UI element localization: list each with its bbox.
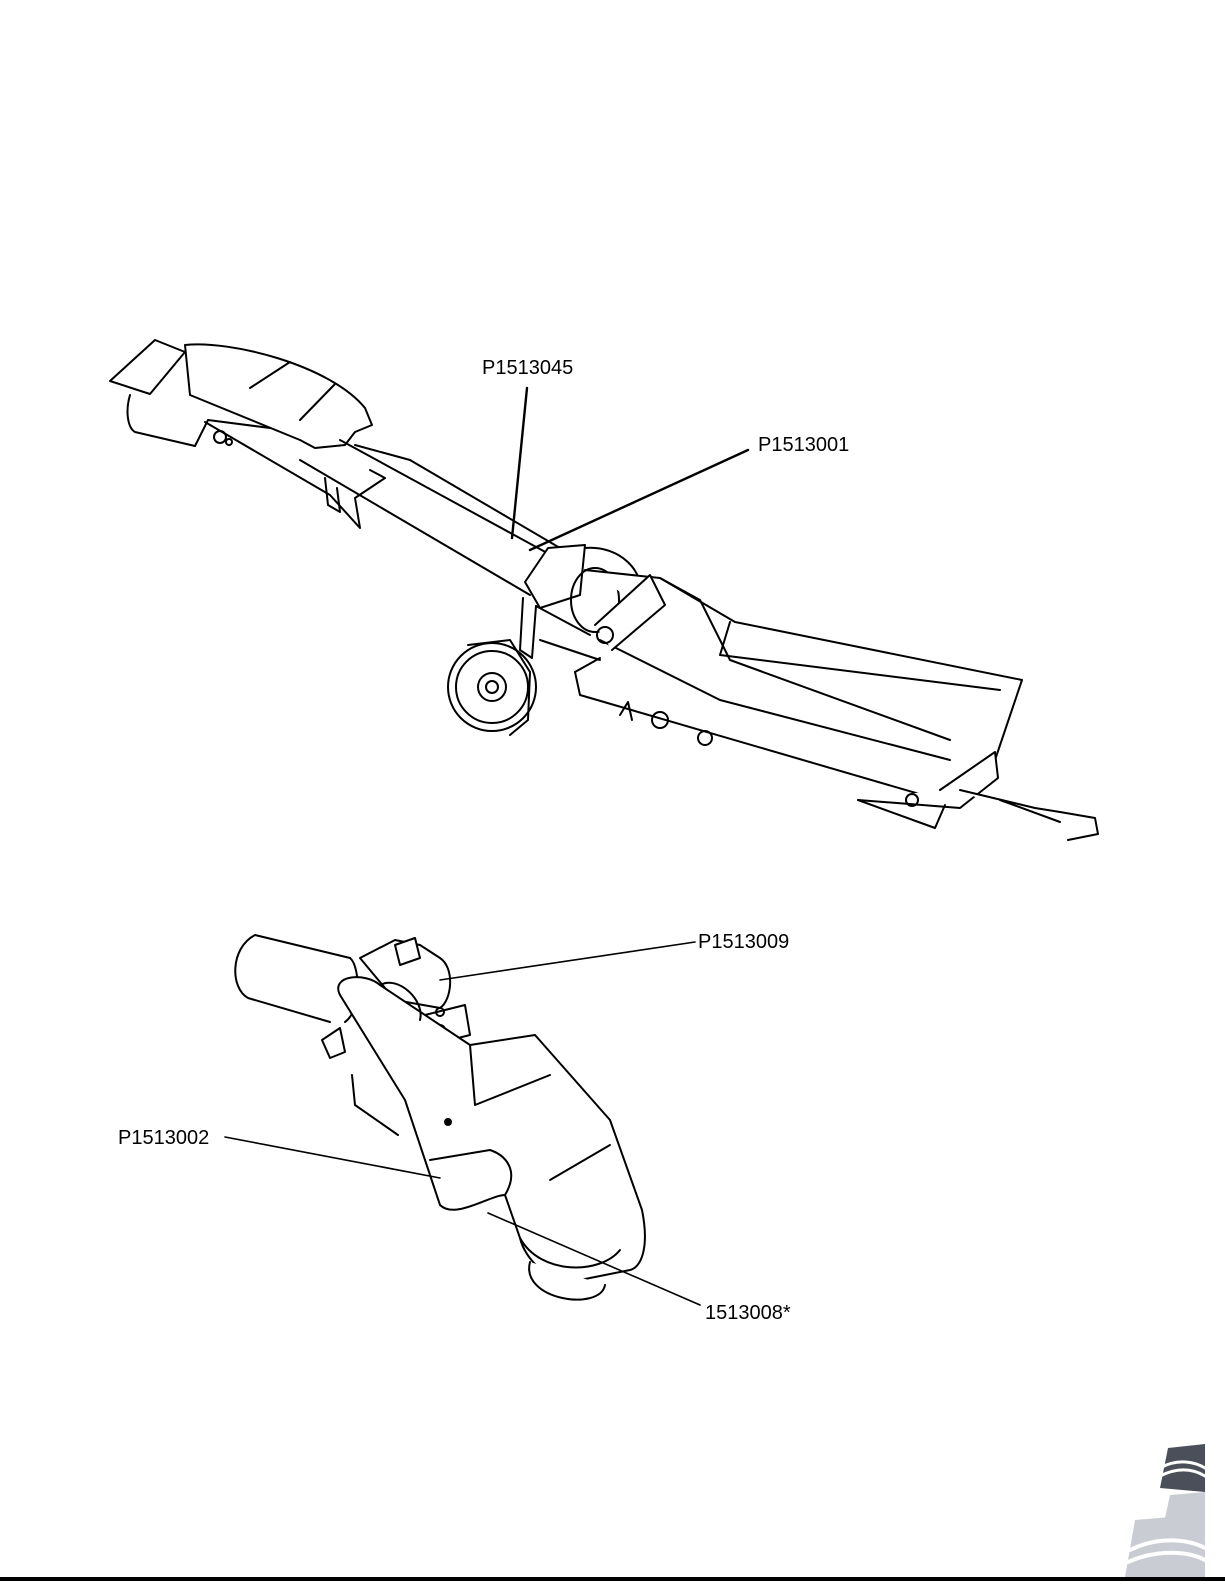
callout-p1513045: P1513045 [482, 357, 573, 379]
callout-p1513002: P1513002 [118, 1127, 209, 1149]
leader-line [530, 450, 748, 550]
conveyor-illustration [110, 340, 1098, 840]
conveyor-leaders [512, 388, 748, 550]
callout-p1513001: P1513001 [758, 434, 849, 456]
callout-1513008: 1513008* [705, 1302, 791, 1324]
brand-logo [1125, 1444, 1205, 1577]
leader-line [440, 942, 695, 980]
drive-illustration [235, 935, 645, 1300]
leader-line [225, 1137, 440, 1178]
leader-line [512, 388, 527, 538]
footer-rule [0, 1577, 1225, 1581]
callout-p1513009: P1513009 [698, 931, 789, 953]
